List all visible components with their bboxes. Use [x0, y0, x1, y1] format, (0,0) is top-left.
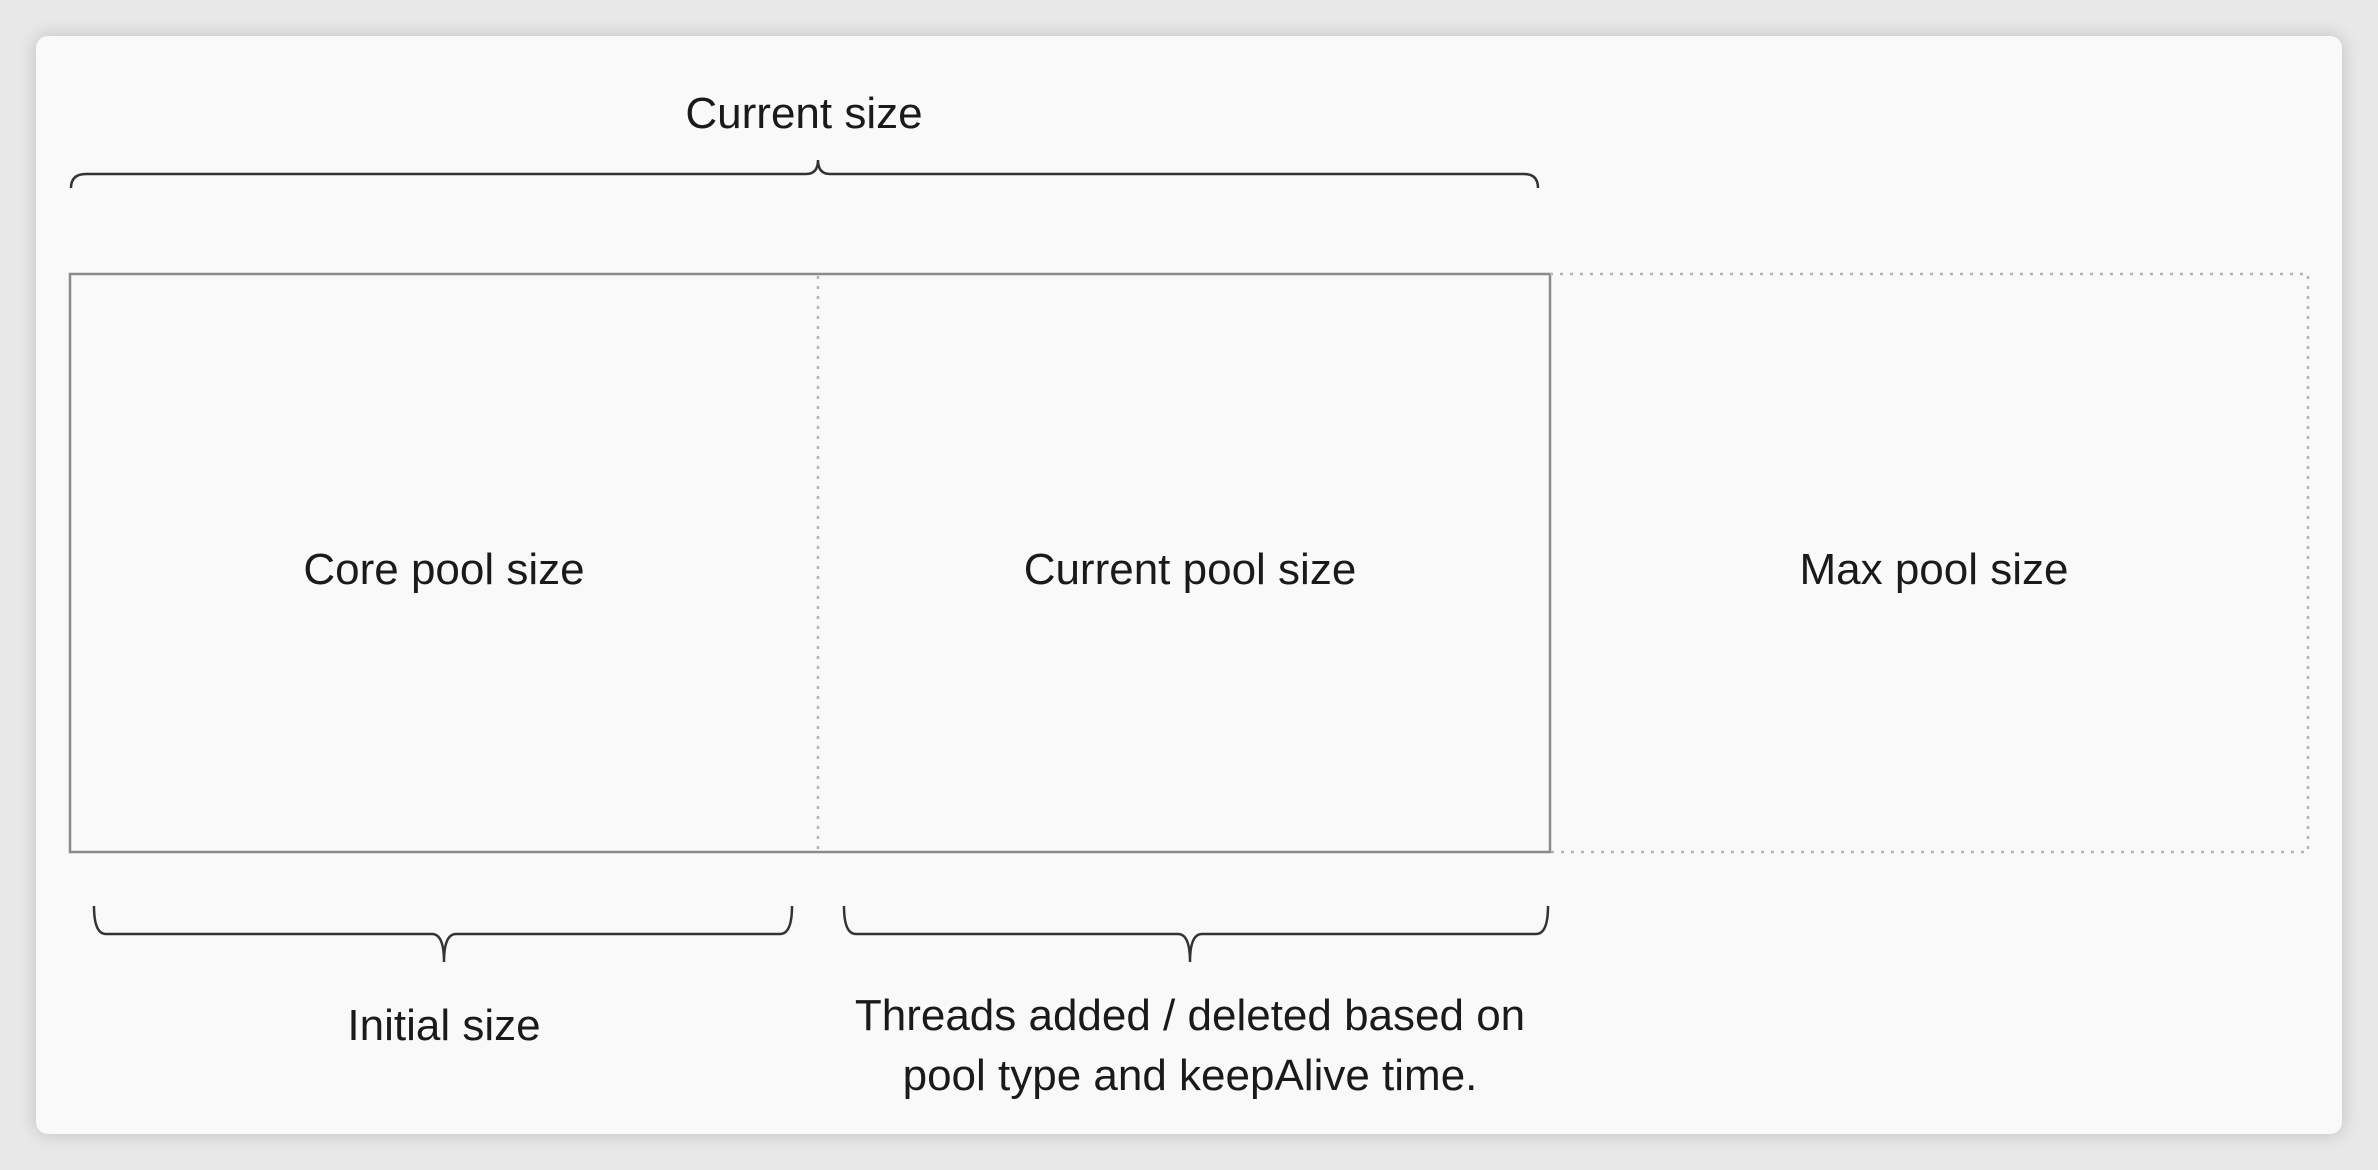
initial-size-label: Initial size: [347, 1001, 540, 1050]
threads-label-line2: pool type and keepAlive time.: [903, 1051, 1478, 1100]
current-size-bracket: [69, 159, 1540, 189]
threads-label-line1: Threads added / deleted based on: [855, 991, 1525, 1040]
thread-pool-diagram: Current size Core pool size Current pool…: [68, 89, 2310, 1100]
current-size-box: [68, 272, 1552, 854]
slide-card: Current size Core pool size Current pool…: [36, 36, 2342, 1134]
core-pool-size-label: Core pool size: [303, 545, 584, 594]
threads-bracket: [842, 905, 1550, 963]
initial-size-bracket: [92, 905, 794, 963]
current-pool-size-label: Current pool size: [1024, 545, 1357, 594]
current-size-label: Current size: [685, 89, 922, 138]
max-pool-size-label: Max pool size: [1799, 545, 2068, 594]
